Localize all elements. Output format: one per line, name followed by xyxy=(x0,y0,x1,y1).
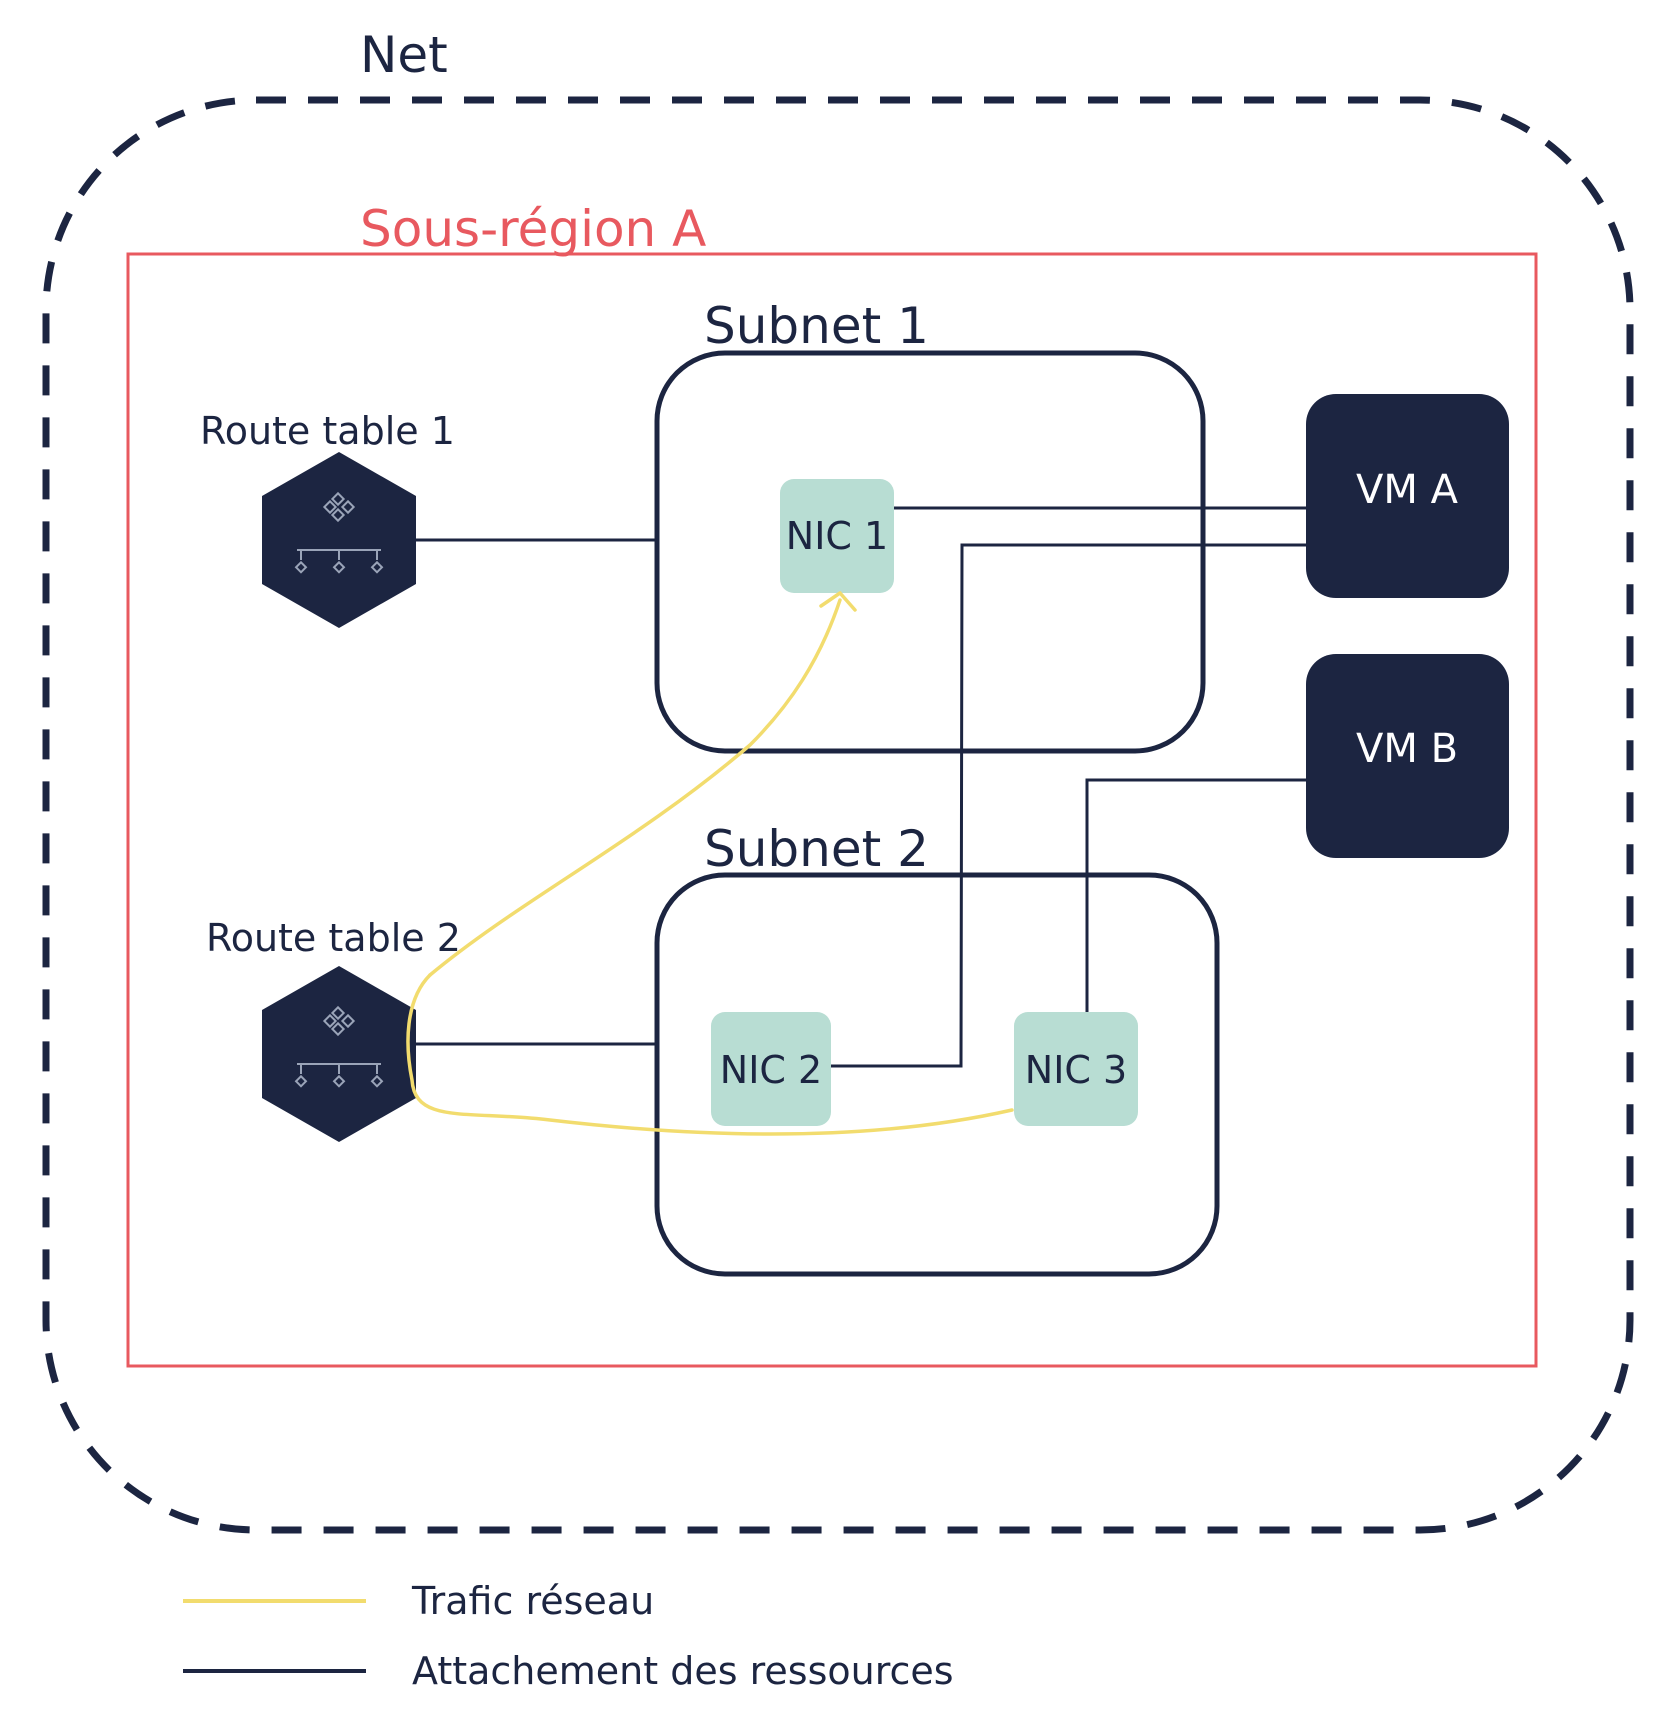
traffic-path xyxy=(406,591,1014,1136)
traffic-arrowhead xyxy=(819,591,857,612)
attachment-lines xyxy=(412,506,1306,1068)
route-table-2-icon xyxy=(262,966,416,1142)
route-table-2-label: Route table 2 xyxy=(206,916,461,960)
subnet-1-label: Subnet 1 xyxy=(704,297,929,355)
legend-attachment-label: Attachement des ressources xyxy=(412,1649,954,1693)
vm-a-label: VM A xyxy=(1356,467,1459,513)
subregion-boundary xyxy=(126,252,1538,1368)
vm-a-box xyxy=(1306,394,1509,598)
subnet-1-box xyxy=(654,350,1206,754)
net-boundary xyxy=(42,96,1634,1534)
route-table-1-icon xyxy=(262,452,416,628)
net-label: Net xyxy=(360,26,448,84)
link-nic2-vma xyxy=(831,543,1306,1068)
nic-3-box xyxy=(1014,1012,1138,1126)
nic-2-box xyxy=(711,1012,831,1126)
subnet-2-box xyxy=(654,872,1220,1277)
legend-traffic-label: Trafic réseau xyxy=(411,1579,654,1623)
vm-b-box xyxy=(1306,654,1509,858)
subnet-2-label: Subnet 2 xyxy=(704,820,929,878)
link-nic3-vmb xyxy=(1085,778,1306,1012)
nic-3-label: NIC 3 xyxy=(1025,1048,1127,1092)
traffic-curve-rt2-to-nic1 xyxy=(428,598,842,977)
nic-1-box xyxy=(780,479,894,593)
subregion-label: Sous-région A xyxy=(360,200,706,258)
traffic-curve-nic3-to-rt2 xyxy=(406,973,1014,1136)
route-table-1-label: Route table 1 xyxy=(200,409,455,453)
nic-2-label: NIC 2 xyxy=(720,1048,822,1092)
vm-b-label: VM B xyxy=(1356,726,1458,772)
nic-1-label: NIC 1 xyxy=(786,514,888,558)
